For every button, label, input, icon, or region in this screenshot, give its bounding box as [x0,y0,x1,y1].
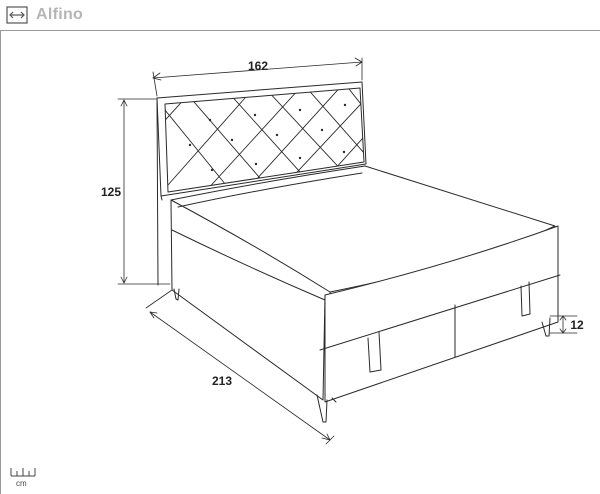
height-dimension-label: 125 [101,185,121,199]
page-title: Alfino [36,6,84,23]
header: Alfino [0,0,600,34]
ruler-icon [10,468,36,477]
width-arrows-icon [6,6,28,24]
drawer-handles [367,281,531,373]
base-left-side [170,199,326,401]
tufting-buttons [188,103,347,172]
tufting-pattern [165,88,364,192]
length-dimension-label: 213 [212,374,232,388]
frame-top-border [0,30,600,31]
bed-legs [173,288,551,423]
frame-left-border [0,30,1,494]
width-dimension-label: 162 [248,59,268,73]
unit-label: cm [16,479,27,488]
leg-height-dimension-label: 12 [570,318,584,332]
base-front [319,225,561,403]
dimension-lines [117,57,578,445]
